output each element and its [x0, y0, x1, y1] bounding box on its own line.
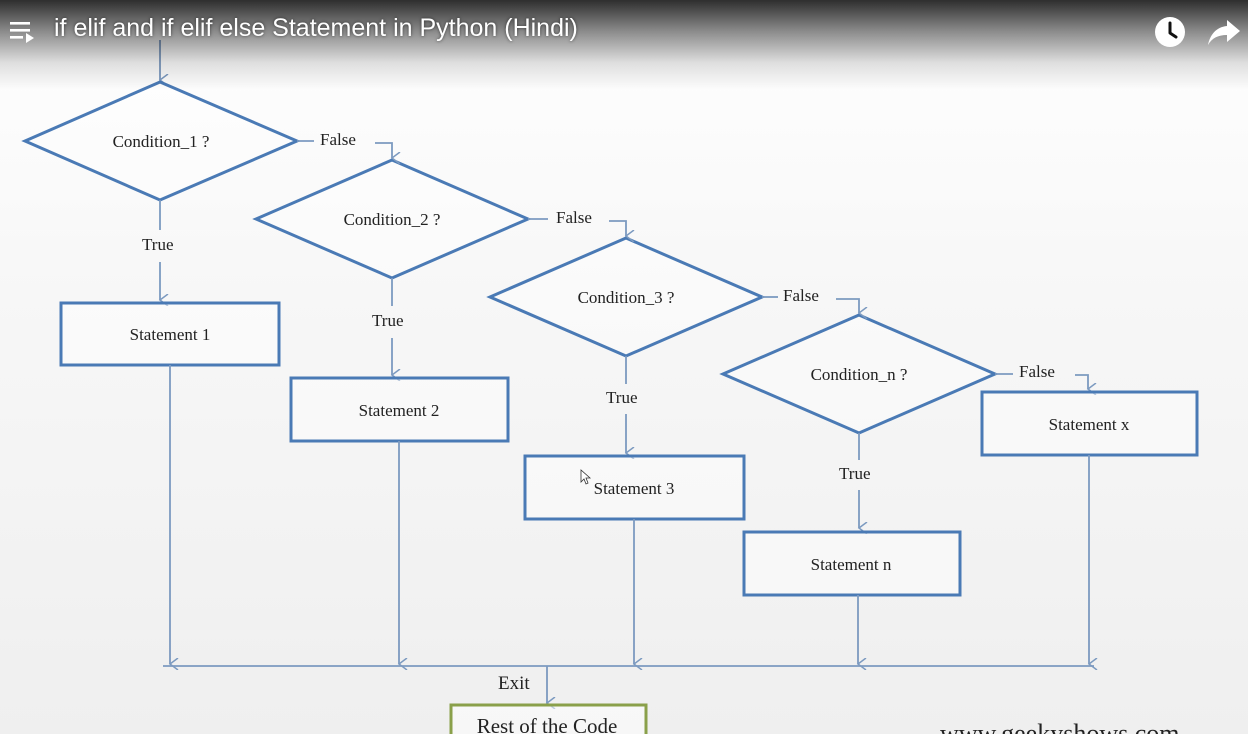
- false-label-3: False: [783, 286, 819, 305]
- false-arrow-2: [609, 220, 626, 236]
- statement-3-box: [523, 454, 746, 521]
- statement-3-label: Statement 3: [594, 479, 675, 498]
- false-arrow-4: [1075, 374, 1088, 389]
- false-label-2: False: [556, 208, 592, 227]
- statement-1-label: Statement 1: [130, 325, 211, 344]
- watermark: www.geekyshows.com: [940, 719, 1180, 734]
- statement-n-box: [742, 530, 962, 597]
- share-arrow-icon: [1208, 20, 1240, 45]
- rest-of-code-label: Rest of the Code: [477, 714, 618, 734]
- clock-icon: [1155, 17, 1185, 47]
- condition-2-label: Condition_2 ?: [344, 210, 441, 229]
- false-label-1: False: [320, 130, 356, 149]
- playlist-icon[interactable]: [8, 18, 38, 46]
- true-label-3: True: [606, 388, 638, 407]
- mouse-cursor-icon: [580, 469, 592, 485]
- true-label-2: True: [372, 311, 404, 330]
- false-arrow-1: [375, 142, 392, 158]
- false-arrow-3: [836, 298, 859, 313]
- statement-2-label: Statement 2: [359, 401, 440, 420]
- condition-3-label: Condition_3 ?: [578, 288, 675, 307]
- statement-n-label: Statement n: [811, 555, 892, 574]
- video-title[interactable]: if elif and if elif else Statement in Py…: [54, 14, 578, 42]
- statement-x-label: Statement x: [1049, 415, 1130, 434]
- statement-1-box: [59, 301, 281, 367]
- share-button[interactable]: [1206, 15, 1242, 49]
- rest-of-code-box: [449, 703, 648, 734]
- condition-1-label: Condition_1 ?: [113, 132, 210, 151]
- condition-n-label: Condition_n ?: [811, 365, 908, 384]
- true-label-n: True: [839, 464, 871, 483]
- watch-later-button[interactable]: [1153, 15, 1187, 49]
- false-label-4: False: [1019, 362, 1055, 381]
- true-label-1: True: [142, 235, 174, 254]
- exit-label: Exit: [498, 673, 530, 694]
- statement-2-box: [289, 376, 510, 443]
